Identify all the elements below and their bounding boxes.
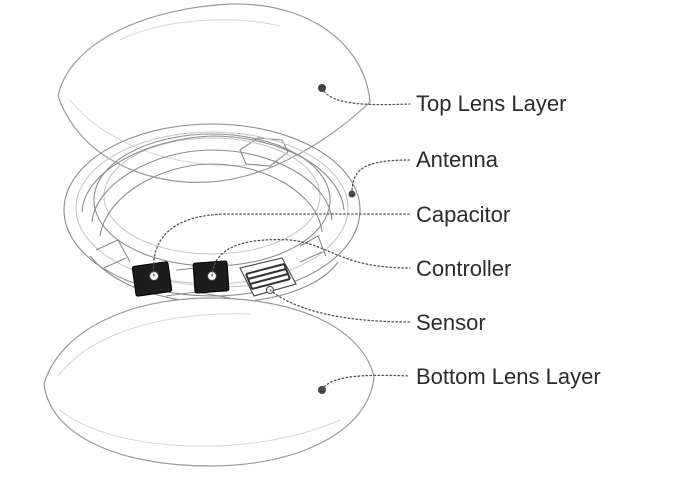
label-sensor: Sensor [416,310,486,335]
label-capacitor: Capacitor [416,202,510,227]
label-top-lens-layer: Top Lens Layer [416,91,566,116]
controller-component [192,260,230,294]
top-lens-layer [57,3,371,183]
bottom-lens-layer [43,297,375,467]
label-antenna: Antenna [416,147,499,172]
label-bottom-lens-layer: Bottom Lens Layer [416,364,601,389]
sensor-grid [245,263,291,290]
label-controller: Controller [416,256,511,281]
labels: Top Lens Layer Antenna Capacitor Control… [416,91,601,389]
lens-window [239,137,289,167]
antenna-coil [81,135,345,213]
leader-lines [152,84,411,394]
sensor-component [239,257,297,297]
capacitor-component [131,261,173,297]
